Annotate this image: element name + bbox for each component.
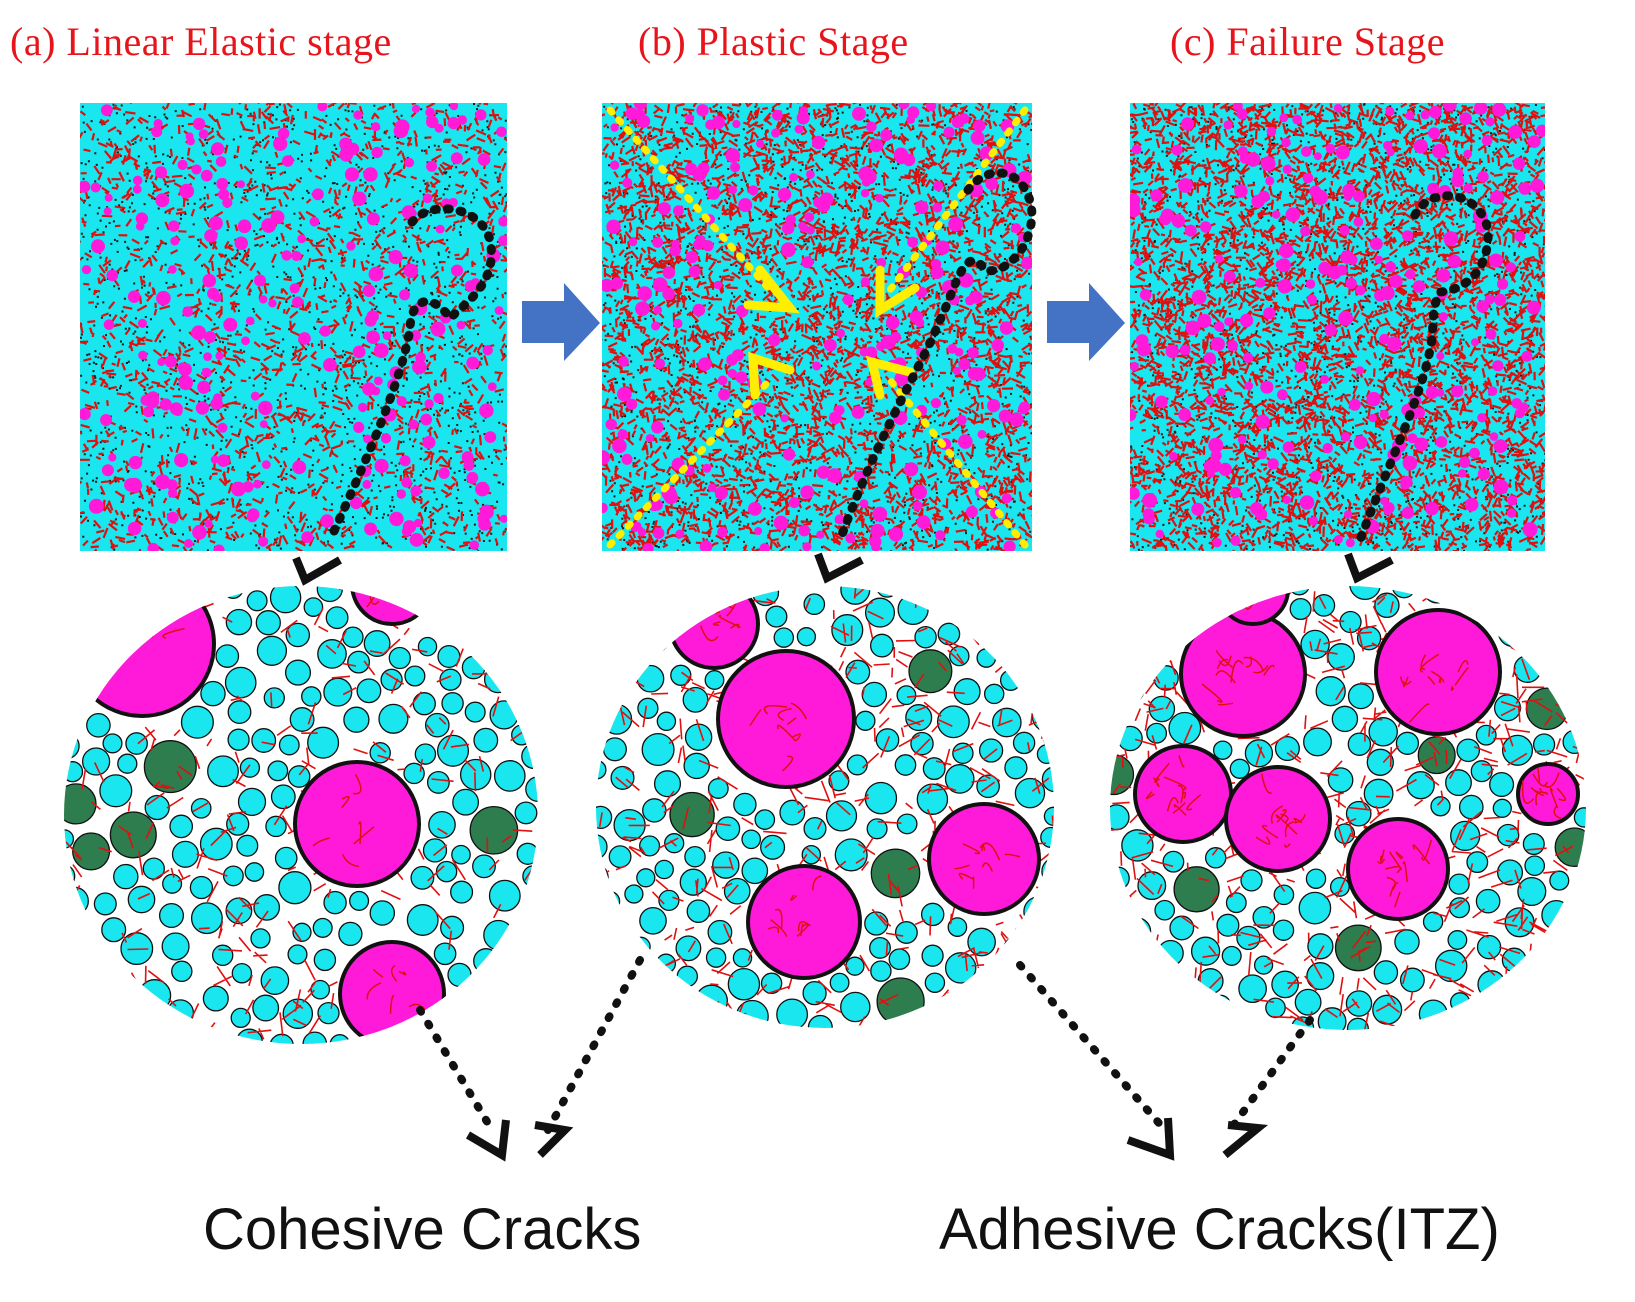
stage-a-specimen <box>80 103 507 551</box>
stage-c-specimen-graphic <box>1130 103 1545 551</box>
label-arrowheads <box>465 1117 1269 1162</box>
cohesive-cracks-label: Cohesive Cracks <box>203 1197 642 1262</box>
stage-b-specimen <box>602 103 1032 551</box>
stage-a-zoom-graphic <box>64 586 538 1044</box>
stage-a-zoom-view <box>62 584 540 1046</box>
stage-a-title: (a) Linear Elastic stage <box>10 19 392 64</box>
stage-b-title: (b) Plastic Stage <box>638 19 909 64</box>
stage-b-specimen-graphic <box>602 103 1032 551</box>
stage-c-title: (c) Failure Stage <box>1170 19 1446 64</box>
right-arrow-icon <box>1047 283 1127 363</box>
stage-b-zoom-graphic <box>596 586 1054 1028</box>
right-arrow-icon <box>522 283 602 363</box>
stage-b-zoom-view <box>594 584 1056 1030</box>
stage-c-zoom-view <box>1108 584 1588 1032</box>
adhesive-cracks-label: Adhesive Cracks(ITZ) <box>939 1197 1500 1262</box>
stage-c-specimen <box>1130 103 1545 551</box>
chevron-down-icon <box>292 552 1394 586</box>
stage-a-specimen-graphic <box>80 103 507 551</box>
stage-c-zoom-graphic <box>1110 586 1586 1030</box>
